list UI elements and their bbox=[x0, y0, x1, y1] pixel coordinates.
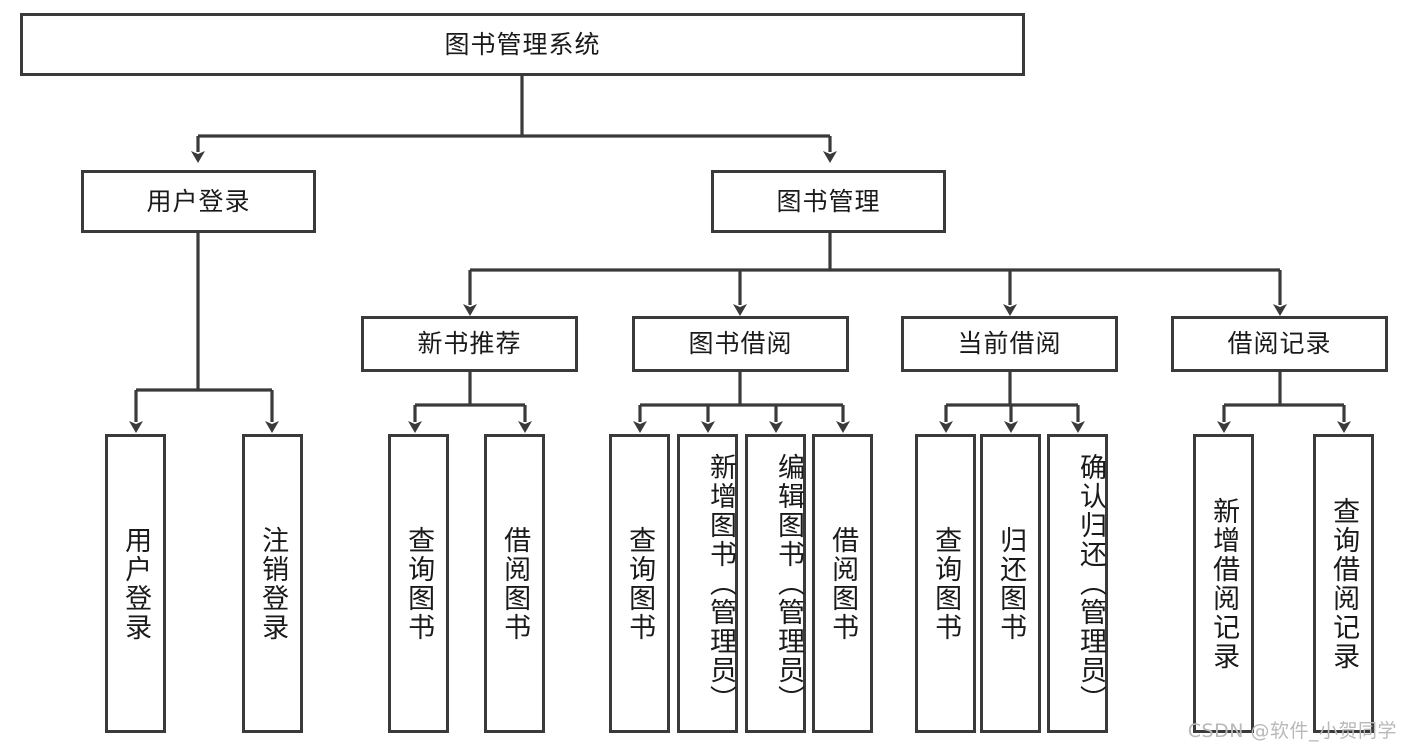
leaf-borrow-book-2-label: 借阅图书 bbox=[827, 525, 859, 642]
leaf-add-book-label: 新增图书（管理员） bbox=[705, 453, 736, 714]
node-book-management[interactable]: 图书管理 bbox=[711, 170, 946, 233]
node-root-label: 图书管理系统 bbox=[444, 29, 601, 59]
leaf-add-book[interactable]: 新增图书（管理员） bbox=[677, 434, 738, 733]
node-book-management-label: 图书管理 bbox=[776, 186, 881, 216]
leaf-query-record[interactable]: 查询借阅记录 bbox=[1313, 434, 1374, 733]
leaf-query-book-1[interactable]: 查询图书 bbox=[388, 434, 449, 733]
leaf-return-book[interactable]: 归还图书 bbox=[980, 434, 1041, 733]
leaf-user-login-label: 用户登录 bbox=[120, 525, 152, 642]
node-user-login-label: 用户登录 bbox=[146, 186, 251, 216]
leaf-add-record[interactable]: 新增借阅记录 bbox=[1193, 434, 1254, 733]
leaf-user-login[interactable]: 用户登录 bbox=[105, 434, 166, 733]
leaf-query-book-3-label: 查询图书 bbox=[930, 525, 962, 642]
leaf-query-record-label: 查询借阅记录 bbox=[1328, 496, 1360, 671]
leaf-return-book-label: 归还图书 bbox=[995, 525, 1027, 642]
leaf-query-book-3[interactable]: 查询图书 bbox=[915, 434, 976, 733]
leaf-add-record-label: 新增借阅记录 bbox=[1208, 496, 1240, 671]
node-current-borrow-label: 当前借阅 bbox=[957, 329, 1062, 359]
node-borrow-record[interactable]: 借阅记录 bbox=[1171, 316, 1388, 372]
leaf-query-book-2[interactable]: 查询图书 bbox=[609, 434, 670, 733]
node-user-login[interactable]: 用户登录 bbox=[81, 170, 316, 233]
node-new-book-recommend-label: 新书推荐 bbox=[417, 329, 522, 359]
node-root[interactable]: 图书管理系统 bbox=[20, 13, 1025, 76]
leaf-confirm-return[interactable]: 确认归还（管理员） bbox=[1047, 434, 1108, 733]
leaf-query-book-1-label: 查询图书 bbox=[403, 525, 435, 642]
leaf-borrow-book-2[interactable]: 借阅图书 bbox=[812, 434, 873, 733]
leaf-edit-book-label: 编辑图书（管理员） bbox=[773, 453, 804, 714]
watermark: CSDN @软件_小贺同学 bbox=[1187, 720, 1397, 742]
leaf-borrow-book-1-label: 借阅图书 bbox=[499, 525, 531, 642]
leaf-edit-book[interactable]: 编辑图书（管理员） bbox=[745, 434, 806, 733]
node-new-book-recommend[interactable]: 新书推荐 bbox=[361, 316, 578, 372]
node-book-borrow-label: 图书借阅 bbox=[688, 329, 793, 359]
leaf-logout-label: 注销登录 bbox=[257, 525, 289, 642]
node-current-borrow[interactable]: 当前借阅 bbox=[901, 316, 1118, 372]
leaf-logout[interactable]: 注销登录 bbox=[242, 434, 303, 733]
leaf-borrow-book-1[interactable]: 借阅图书 bbox=[484, 434, 545, 733]
leaf-query-book-2-label: 查询图书 bbox=[624, 525, 656, 642]
node-book-borrow[interactable]: 图书借阅 bbox=[632, 316, 849, 372]
node-borrow-record-label: 借阅记录 bbox=[1227, 329, 1332, 359]
leaf-confirm-return-label: 确认归还（管理员） bbox=[1075, 453, 1106, 714]
